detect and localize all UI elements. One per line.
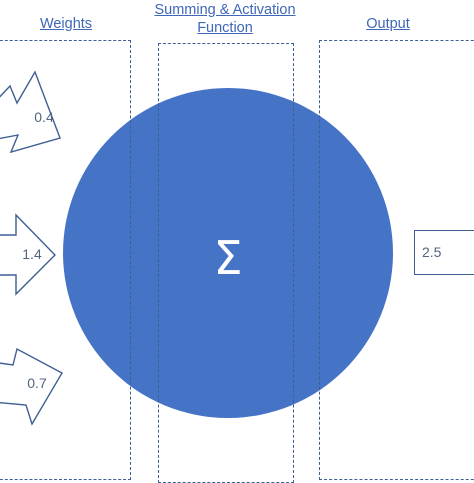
output-header: Output [366, 16, 410, 32]
summing-activation-region [158, 43, 294, 483]
summing-activation-header-line1: Summing & Activation [154, 2, 296, 18]
weight-arrow-bottom [0, 347, 63, 426]
summing-activation-header: Summing & Activation Function [120, 1, 330, 37]
output-value: 2.5 [422, 244, 442, 260]
weight-value-top: 0.4 [34, 109, 54, 125]
output-value-box [414, 230, 474, 275]
weight-value-middle: 1.4 [22, 246, 42, 262]
weight-arrow-middle [0, 213, 56, 296]
weight-value-bottom: 0.7 [27, 375, 47, 391]
weights-header: Weights [39, 16, 93, 32]
neuron-circle [63, 88, 393, 418]
weights-region [0, 40, 131, 480]
summing-activation-header-line2: Function [197, 20, 253, 36]
weight-arrow-top [0, 70, 61, 154]
sigma-symbol: Σ [213, 231, 243, 285]
